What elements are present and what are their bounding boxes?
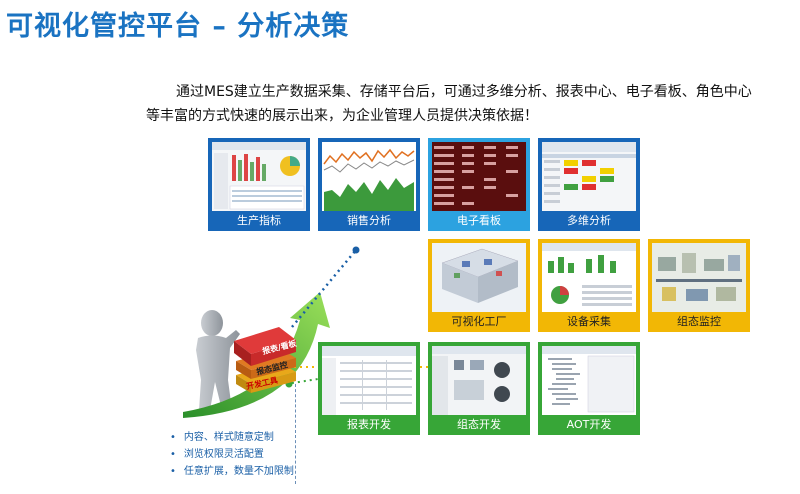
tile-visual-factory[interactable]: 可视化工厂 <box>428 239 530 332</box>
tile-multidimensional-analysis[interactable]: 多维分析 <box>538 138 640 231</box>
tile-scada-development[interactable]: 组态开发 <box>428 342 530 435</box>
tile-scada-monitoring[interactable]: 组态监控 <box>648 239 750 332</box>
intro-line-2: 等丰富的方式快速的展示出来，为企业管理人员提供决策依据！ <box>146 108 538 124</box>
screenshot-thumbnail <box>322 142 416 211</box>
tile-label: 电子看板 <box>457 214 501 227</box>
connector-dot <box>352 246 360 254</box>
intro-line-1: 通过MES建立生产数据采集、存储平台后，可通过多维分析、报表中心、电子看板、角色… <box>176 84 752 100</box>
screenshot-thumbnail <box>432 243 526 312</box>
feature-item: 任意扩展，数量不加限制 <box>170 463 294 480</box>
divider-line <box>295 384 296 484</box>
growth-arrow-icon <box>183 292 330 418</box>
tile-label: 报表开发 <box>347 418 391 431</box>
feature-item: 内容、样式随意定制 <box>170 429 294 446</box>
layer-stack-icon <box>234 327 296 393</box>
feature-item: 浏览权限灵活配置 <box>170 446 294 463</box>
tile-label: 销售分析 <box>347 214 391 227</box>
screenshot-thumbnail <box>432 346 526 415</box>
tile-production-indicators[interactable]: 生产指标 <box>208 138 310 231</box>
tile-sales-analysis[interactable]: 销售分析 <box>318 138 420 231</box>
screenshot-thumbnail <box>542 142 636 211</box>
screenshot-thumbnail <box>542 243 636 312</box>
tile-label: 设备采集 <box>567 315 611 328</box>
intro-text: 通过MES建立生产数据采集、存储平台后，可通过多维分析、报表中心、电子看板、角色… <box>146 80 776 128</box>
screenshot-thumbnail <box>322 346 416 415</box>
tile-label: 生产指标 <box>237 214 281 227</box>
tile-report-development[interactable]: 报表开发 <box>318 342 420 435</box>
tile-label: 多维分析 <box>567 214 611 227</box>
tile-electronic-board[interactable]: 电子看板 <box>428 138 530 231</box>
tile-label: 组态监控 <box>677 315 721 328</box>
screenshot-thumbnail <box>652 243 746 312</box>
tile-equipment-collection[interactable]: 设备采集 <box>538 239 640 332</box>
screenshot-thumbnail <box>542 346 636 415</box>
tile-label: AOT开发 <box>566 418 612 431</box>
tile-aot-development[interactable]: AOT开发 <box>538 342 640 435</box>
screenshot-thumbnail <box>432 142 526 211</box>
tile-label: 组态开发 <box>457 418 501 431</box>
feature-list: 内容、样式随意定制 浏览权限灵活配置 任意扩展，数量不加限制 <box>170 429 294 480</box>
tile-label: 可视化工厂 <box>451 315 507 328</box>
presenter-silhouette-icon <box>196 310 240 410</box>
screenshot-thumbnail <box>212 142 306 211</box>
page-title: 可视化管控平台 – 分析决策 <box>6 11 350 42</box>
